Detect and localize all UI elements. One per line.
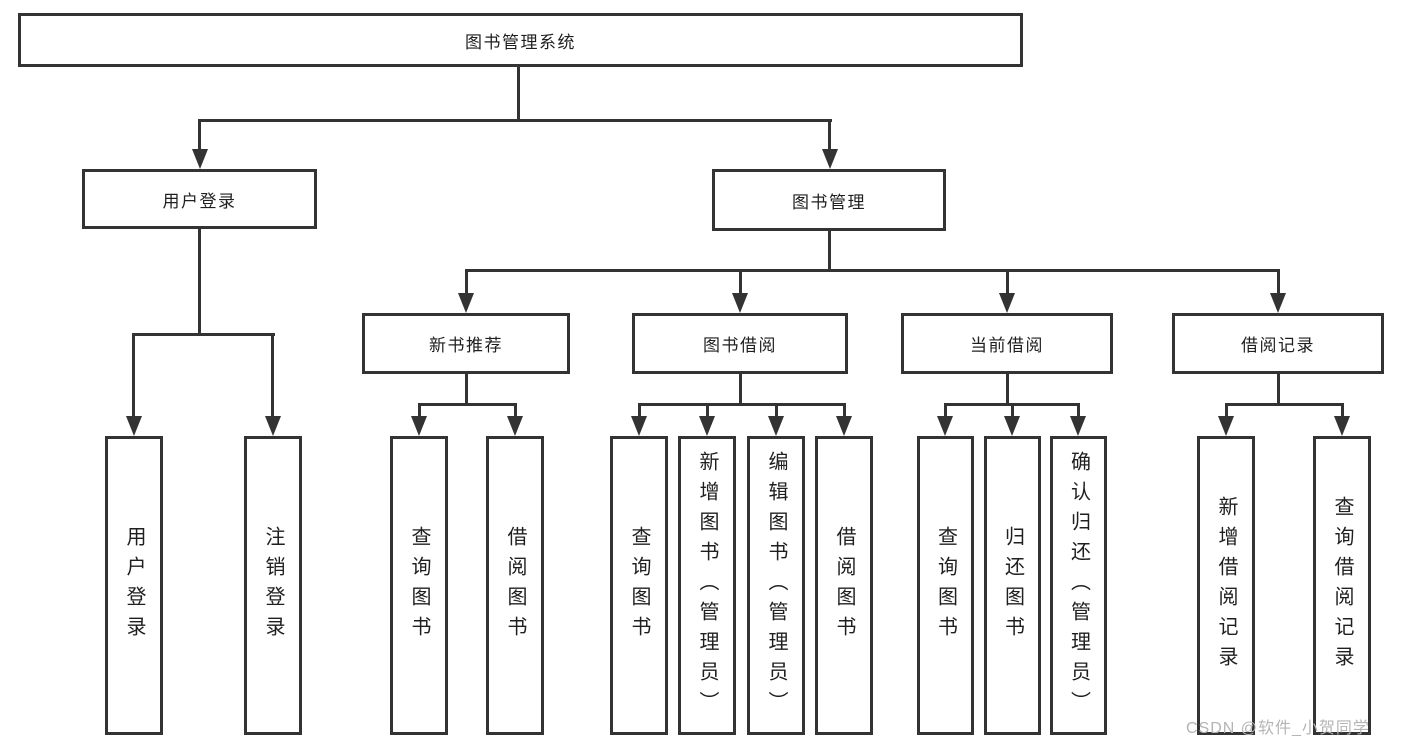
node-label: 图书管理系统 [465, 32, 576, 52]
node-current-borrowing: 当前借阅 [901, 313, 1113, 374]
arrow-down-icon [836, 416, 852, 436]
connector-line [1277, 374, 1280, 405]
leaf-label: 注销登录 [262, 525, 284, 646]
leaf-label: 用户登录 [123, 525, 145, 646]
connector-line [1077, 403, 1080, 417]
leaf-label: 借阅图书 [833, 525, 855, 646]
node-label: 图书借阅 [703, 336, 777, 355]
connector-line [198, 119, 832, 122]
node-borrowing-records: 借阅记录 [1172, 313, 1384, 374]
arrow-down-icon [631, 416, 647, 436]
connector-line [739, 374, 742, 405]
connector-line [638, 403, 845, 406]
connector-line [514, 403, 517, 417]
leaf-edit-books-admin: 编辑图书（管理员） [747, 436, 805, 735]
leaf-label: 新增图书（管理员） [696, 450, 718, 721]
connector-line [132, 333, 275, 336]
connector-line [706, 403, 709, 417]
connector-line [843, 403, 846, 417]
connector-line [271, 333, 274, 417]
leaf-logout: 注销登录 [244, 436, 302, 735]
connector-line [1006, 269, 1009, 295]
leaf-label: 确认归还（管理员） [1067, 450, 1090, 721]
leaf-label: 新增借阅记录 [1215, 495, 1237, 676]
arrow-down-icon [265, 416, 281, 436]
connector-line [739, 269, 742, 295]
connector-line [465, 269, 1280, 272]
leaf-label: 查询借阅记录 [1331, 495, 1353, 676]
connector-line [1011, 403, 1014, 417]
arrow-down-icon [822, 149, 838, 169]
arrow-down-icon [411, 416, 427, 436]
node-book-management-system: 图书管理系统 [18, 13, 1023, 67]
leaf-confirm-return-admin: 确认归还（管理员） [1050, 436, 1107, 735]
node-label: 新书推荐 [429, 336, 503, 355]
arrow-down-icon [999, 293, 1015, 313]
arrow-down-icon [1218, 416, 1234, 436]
connector-line [638, 403, 641, 417]
connector-line [775, 403, 778, 417]
arrow-down-icon [1270, 293, 1286, 313]
node-label: 用户登录 [162, 191, 237, 211]
leaf-add-books-admin: 新增图书（管理员） [678, 436, 736, 735]
leaf-label: 归还图书 [1001, 525, 1024, 646]
leaf-add-borrow-record: 新增借阅记录 [1197, 436, 1255, 735]
arrow-down-icon [732, 293, 748, 313]
node-user-login: 用户登录 [82, 169, 317, 229]
leaf-borrow-books: 借阅图书 [815, 436, 873, 735]
leaf-borrow-books: 借阅图书 [486, 436, 544, 735]
leaf-user-login: 用户登录 [105, 436, 163, 735]
connector-line [1341, 403, 1344, 417]
node-label: 当前借阅 [970, 336, 1044, 355]
node-new-book-recommendation: 新书推荐 [362, 313, 570, 374]
connector-line [198, 229, 201, 335]
arrow-down-icon [126, 416, 142, 436]
arrow-down-icon [1070, 416, 1086, 436]
connector-line [418, 403, 517, 406]
connector-line [418, 403, 421, 417]
connector-line [1277, 269, 1280, 295]
connector-line [132, 333, 135, 417]
connector-line [465, 374, 468, 405]
node-book-borrowing: 图书借阅 [632, 313, 848, 374]
leaf-return-books: 归还图书 [984, 436, 1041, 735]
connector-line [198, 119, 201, 151]
node-label: 借阅记录 [1241, 336, 1315, 355]
connector-line [517, 66, 520, 121]
arrow-down-icon [1334, 416, 1350, 436]
connector-line [944, 403, 947, 417]
watermark: CSDN @软件_小贺同学 [1186, 720, 1370, 737]
leaf-label: 编辑图书（管理员） [765, 450, 787, 721]
leaf-label: 查询图书 [408, 525, 430, 646]
leaf-label: 查询图书 [628, 525, 650, 646]
node-book-management: 图书管理 [712, 169, 946, 231]
leaf-label: 查询图书 [934, 525, 957, 646]
connector-line [1225, 403, 1228, 417]
arrow-down-icon [699, 416, 715, 436]
connector-line [828, 119, 831, 151]
leaf-query-borrow-record: 查询借阅记录 [1313, 436, 1371, 735]
arrow-down-icon [768, 416, 784, 436]
leaf-label: 借阅图书 [504, 525, 526, 646]
connector-line [828, 231, 831, 271]
arrow-down-icon [1004, 416, 1020, 436]
leaf-query-books: 查询图书 [610, 436, 668, 735]
connector-line [465, 269, 468, 295]
leaf-query-books: 查询图书 [917, 436, 974, 735]
arrow-down-icon [507, 416, 523, 436]
node-label: 图书管理 [792, 192, 866, 212]
connector-line [1225, 403, 1343, 406]
connector-line [1006, 374, 1009, 405]
arrow-down-icon [458, 293, 474, 313]
arrow-down-icon [192, 149, 208, 169]
arrow-down-icon [937, 416, 953, 436]
leaf-query-books: 查询图书 [390, 436, 448, 735]
